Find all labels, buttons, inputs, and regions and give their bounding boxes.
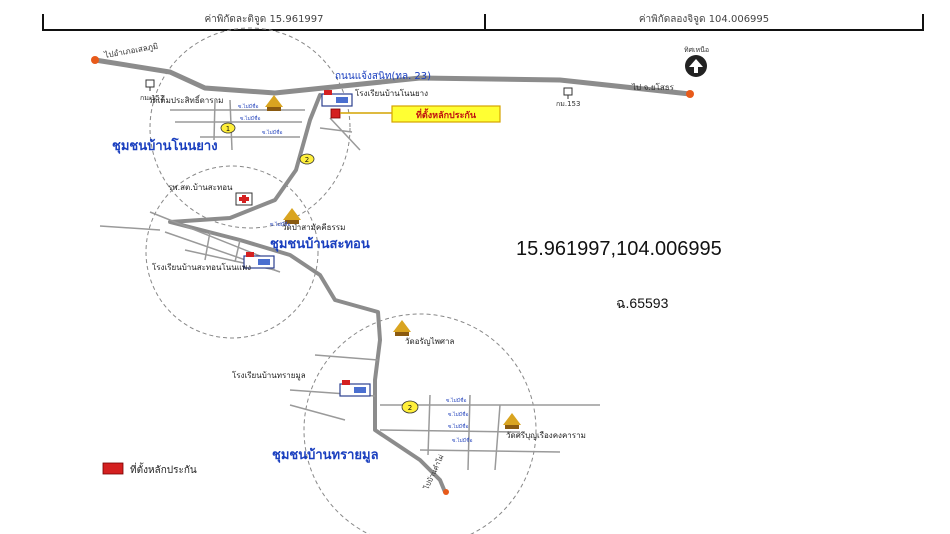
road-number-badge-1: 1 (220, 122, 236, 134)
soi-label: ซ.ไม่มีชื่อ (238, 103, 259, 110)
minor-road (99, 225, 161, 231)
collateral-callout-text: ที่ตั้งหลักประกัน (416, 108, 477, 121)
legend-label: ที่ตั้งหลักประกัน (130, 462, 197, 476)
collateral-callout-box (391, 105, 501, 123)
minor-road (419, 449, 561, 453)
temple-icon (265, 95, 283, 111)
minor-roads-nonyang (170, 99, 361, 151)
road-west-direction: ไปอำเภอเสลภูมิ (103, 42, 159, 61)
minor-road (319, 127, 353, 133)
minor-road (467, 394, 471, 471)
parcel-number: ฉ.65593 (616, 295, 669, 311)
highway-label: ถนนแจ้งสนิท(ทล. 23) (335, 70, 431, 82)
temple-4-label: วัดศรีบุญเรืองคงคาราม (506, 431, 586, 440)
school-1-label: โรงเรียนบ้านโนนยาง (355, 88, 428, 98)
header-tick-left (42, 14, 44, 31)
soi-label: ซ.ไม่มีชื่อ (270, 221, 291, 228)
community-2-label: ชุมชนบ้านสะทอน (270, 236, 370, 252)
soi-label: ซ.ไม่มีชื่อ (448, 423, 469, 430)
km-marker-right-label: กม.153 (556, 100, 580, 108)
north-label: ทิศเหนือ (684, 46, 709, 54)
header-tick-mid (484, 14, 486, 31)
school-icon (243, 252, 275, 269)
longitude-label: ค่าพิกัดลองจิจูด 104.006995 (638, 14, 770, 25)
main-south-road (168, 93, 447, 494)
temple-1-label: วัดเต็มประสิทธิ์ดาราม (148, 94, 223, 105)
coordinates-text: 15.961997,104.006995 (516, 238, 722, 260)
temple-icon (393, 320, 411, 336)
soi-label: ซ.ไม่มีชื่อ (240, 115, 261, 122)
km-marker-icon (563, 87, 573, 99)
header-tick-right (922, 14, 924, 31)
collateral-site-marker (330, 108, 341, 119)
school-3-label: โรงเรียนบ้านทรายมูล (232, 370, 306, 381)
svg-text:2: 2 (305, 156, 309, 164)
temple-icon (283, 208, 301, 224)
minor-road (234, 239, 241, 263)
temple-2-label: วัดป่าสามัคคีธรรม (282, 223, 345, 232)
road-number-badge-2b: 2 (401, 400, 419, 414)
school-icon (321, 90, 353, 107)
header-rule (42, 29, 924, 31)
community-circle-saimun (303, 313, 537, 534)
minor-road (289, 404, 346, 421)
road-east-direction: ไป จ.ยโสธร (631, 82, 675, 92)
minor-road (213, 99, 216, 141)
road-number-badge-2: 2 (299, 153, 315, 165)
svg-text:1: 1 (226, 125, 230, 133)
school-icon (339, 380, 371, 397)
north-arrow-icon (685, 55, 707, 77)
legend-swatch (102, 462, 124, 475)
soi-label: ซ.ไม่มีชื่อ (448, 411, 469, 418)
latitude-label: ค่าพิกัดละติจูด 15.961997 (204, 14, 324, 25)
minor-road (494, 404, 501, 471)
soi-label: ซ.ไม่มีชื่อ (446, 397, 467, 404)
south-road-end (443, 489, 449, 495)
highway-23 (92, 57, 693, 97)
temple-3-label: วัดอรัญไพศาล (405, 337, 454, 346)
highway-end-west (91, 56, 99, 64)
community-1-label: ชุมชนบ้านโนนยาง (112, 137, 218, 154)
community-3-label: ชุมชนบ้านทรายมูล (272, 447, 379, 463)
minor-road (427, 394, 431, 456)
km-marker-icon (145, 79, 155, 91)
school-2-label: โรงเรียนบ้านสะทอนโนนแพง (152, 262, 251, 272)
minor-road (379, 429, 521, 433)
highway-end-east (686, 90, 694, 98)
km-marker-left-label: กม.152 (140, 94, 164, 102)
community-circle-nonyang (149, 27, 351, 229)
minor-road (204, 231, 211, 261)
minor-road (314, 354, 379, 361)
svg-text:2: 2 (408, 404, 412, 412)
community-circle-sathon (145, 165, 319, 339)
temple-icon (503, 413, 521, 429)
soi-label: ซ.ไม่มีชื่อ (452, 437, 473, 444)
soi-label: ซ.ไม่มีชื่อ (262, 129, 283, 136)
hospital-icon (235, 192, 253, 206)
hospital-label: รพ.สต.บ้านสะทอน (168, 183, 233, 192)
minor-road (329, 117, 361, 151)
